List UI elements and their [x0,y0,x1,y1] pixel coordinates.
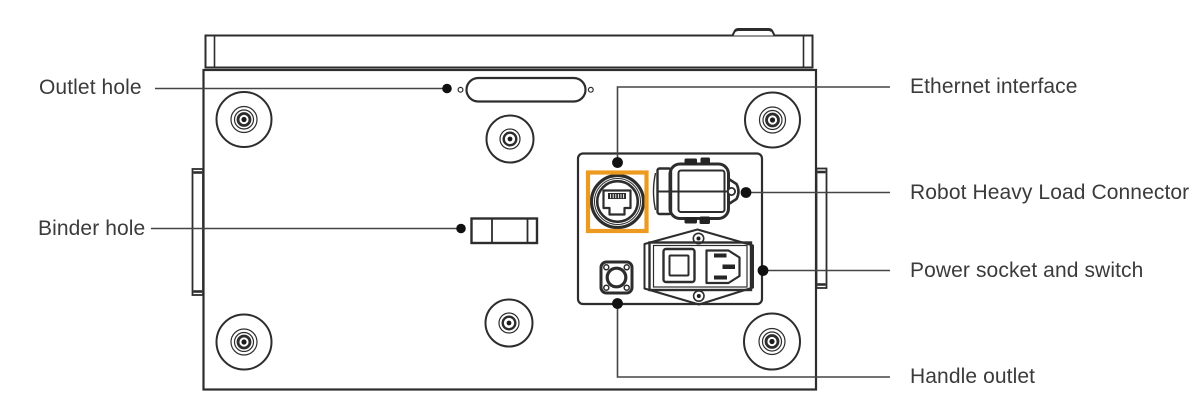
power-socket-and-switch [643,228,754,306]
ethernet-port [589,173,646,230]
foot-top-middle [485,114,535,164]
foot-bottom-middle [484,298,534,348]
left-side-handle [191,168,204,296]
label-power-socket-and-switch: Power socket and switch [910,259,1144,282]
leader-robot-heavy-load-connector [740,187,890,198]
lid-latch-tab [731,28,776,36]
label-handle-outlet: Handle outlet [910,365,1036,388]
label-robot-heavy-load-connector: Robot Heavy Load Connector [910,181,1190,204]
label-outlet-hole: Outlet hole [39,76,142,99]
handle-outlet-connector [599,260,634,295]
outlet-hole-slot [457,76,594,103]
ethernet-pins [608,193,626,199]
right-side-handle [815,167,828,289]
leader-power-socket [757,265,890,276]
leader-outlet-hole [155,83,452,94]
power-switch [662,247,696,284]
chassis-outline [202,68,818,391]
label-ethernet-interface: Ethernet interface [910,75,1078,98]
ethernet-highlight-box [585,170,649,234]
foot-bottom-right [743,312,801,371]
label-binder-hole: Binder hole [38,217,146,240]
power-socket-screw-bottom [692,289,705,302]
foot-top-left [215,91,273,148]
binder-hole [470,217,539,245]
foot-bottom-left [215,313,273,371]
leader-ethernet-interface [612,86,890,168]
leader-binder-hole [151,223,466,234]
robot-heavy-load-connector [652,157,740,224]
foot-top-right [744,91,801,149]
lid-strip [204,34,814,69]
leader-handle-outlet [612,298,890,378]
connector-panel [576,152,764,306]
power-inlet [705,249,741,285]
